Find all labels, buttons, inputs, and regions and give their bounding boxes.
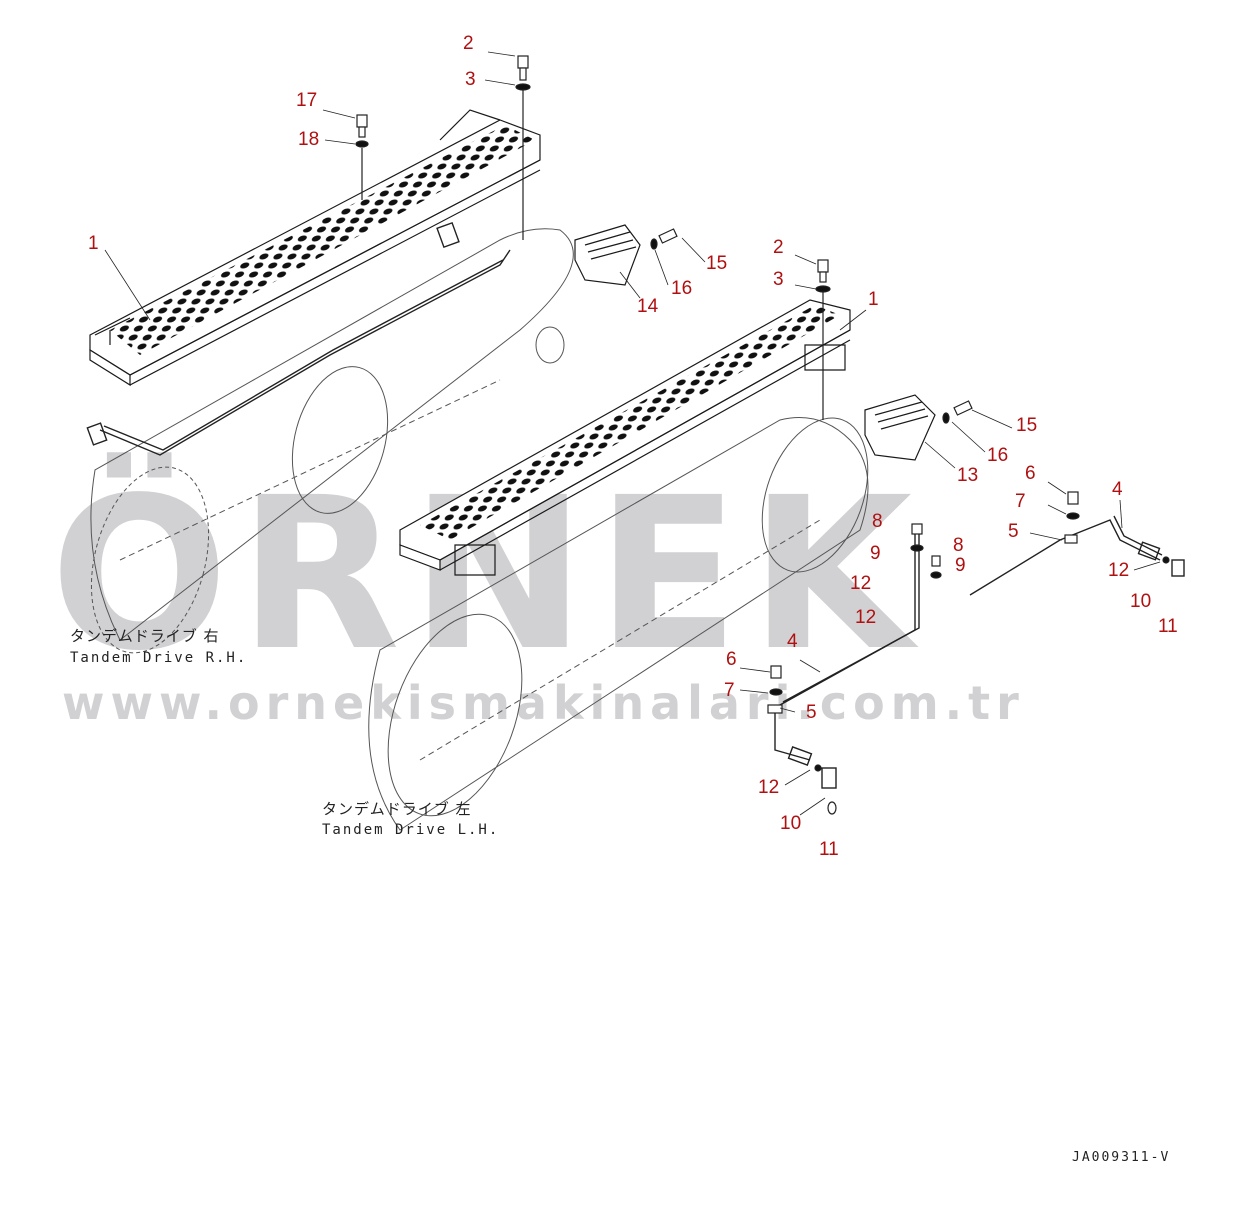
callout-9: 9 bbox=[955, 555, 966, 576]
label-lh-japanese: タンデムドライブ 左 bbox=[322, 800, 472, 818]
callout-4: 4 bbox=[1112, 479, 1123, 500]
callout-6: 6 bbox=[726, 649, 737, 670]
rh-lube-pipe bbox=[86, 221, 511, 456]
label-rh-japanese: タンデムドライブ 右 bbox=[70, 627, 220, 645]
callout-1: 1 bbox=[868, 289, 879, 310]
callout-16: 16 bbox=[987, 445, 1009, 466]
callout-3: 3 bbox=[773, 269, 784, 290]
callout-7: 7 bbox=[1015, 491, 1026, 512]
step-block-13 bbox=[864, 394, 936, 461]
tandem-drive-lh-housing bbox=[368, 417, 869, 831]
callout-6: 6 bbox=[1025, 463, 1036, 484]
tandem-drive-rh-housing bbox=[90, 228, 574, 654]
callout-8: 8 bbox=[953, 535, 964, 556]
callout-10: 10 bbox=[1130, 591, 1152, 612]
callout-10: 10 bbox=[780, 813, 802, 834]
callout-17: 17 bbox=[296, 90, 318, 111]
callout-8: 8 bbox=[872, 511, 883, 532]
callout-1: 1 bbox=[88, 233, 99, 254]
drawing-code: JA009311-V bbox=[1072, 1150, 1171, 1165]
callout-12: 12 bbox=[1108, 560, 1130, 581]
callout-13: 13 bbox=[957, 465, 979, 486]
callout-4: 4 bbox=[787, 631, 798, 652]
callout-2: 2 bbox=[773, 237, 784, 258]
callout-3: 3 bbox=[465, 69, 476, 90]
lh-lube-pipe bbox=[774, 515, 1185, 789]
callout-16: 16 bbox=[671, 278, 693, 299]
callout-11: 11 bbox=[1158, 616, 1178, 637]
label-lh-english: Tandem Drive L.H. bbox=[322, 822, 500, 838]
callout-11: 11 bbox=[819, 839, 839, 860]
callout-15: 15 bbox=[706, 253, 728, 274]
label-rh-english: Tandem Drive R.H. bbox=[70, 650, 248, 666]
leader-lines bbox=[104, 51, 1161, 816]
step-block-14 bbox=[574, 224, 641, 286]
callout-12: 12 bbox=[855, 607, 877, 628]
callout-2: 2 bbox=[463, 33, 474, 54]
step-plate-lh bbox=[399, 299, 851, 576]
callout-5: 5 bbox=[806, 702, 817, 723]
step-plate-rh bbox=[89, 109, 541, 387]
callout-7: 7 bbox=[724, 680, 735, 701]
callout-5: 5 bbox=[1008, 521, 1019, 542]
bolts bbox=[355, 55, 1170, 815]
callout-12: 12 bbox=[850, 573, 872, 594]
callout-14: 14 bbox=[637, 296, 659, 317]
callout-9: 9 bbox=[870, 543, 881, 564]
callout-15: 15 bbox=[1016, 415, 1038, 436]
callout-12: 12 bbox=[758, 777, 780, 798]
callout-18: 18 bbox=[298, 129, 320, 150]
